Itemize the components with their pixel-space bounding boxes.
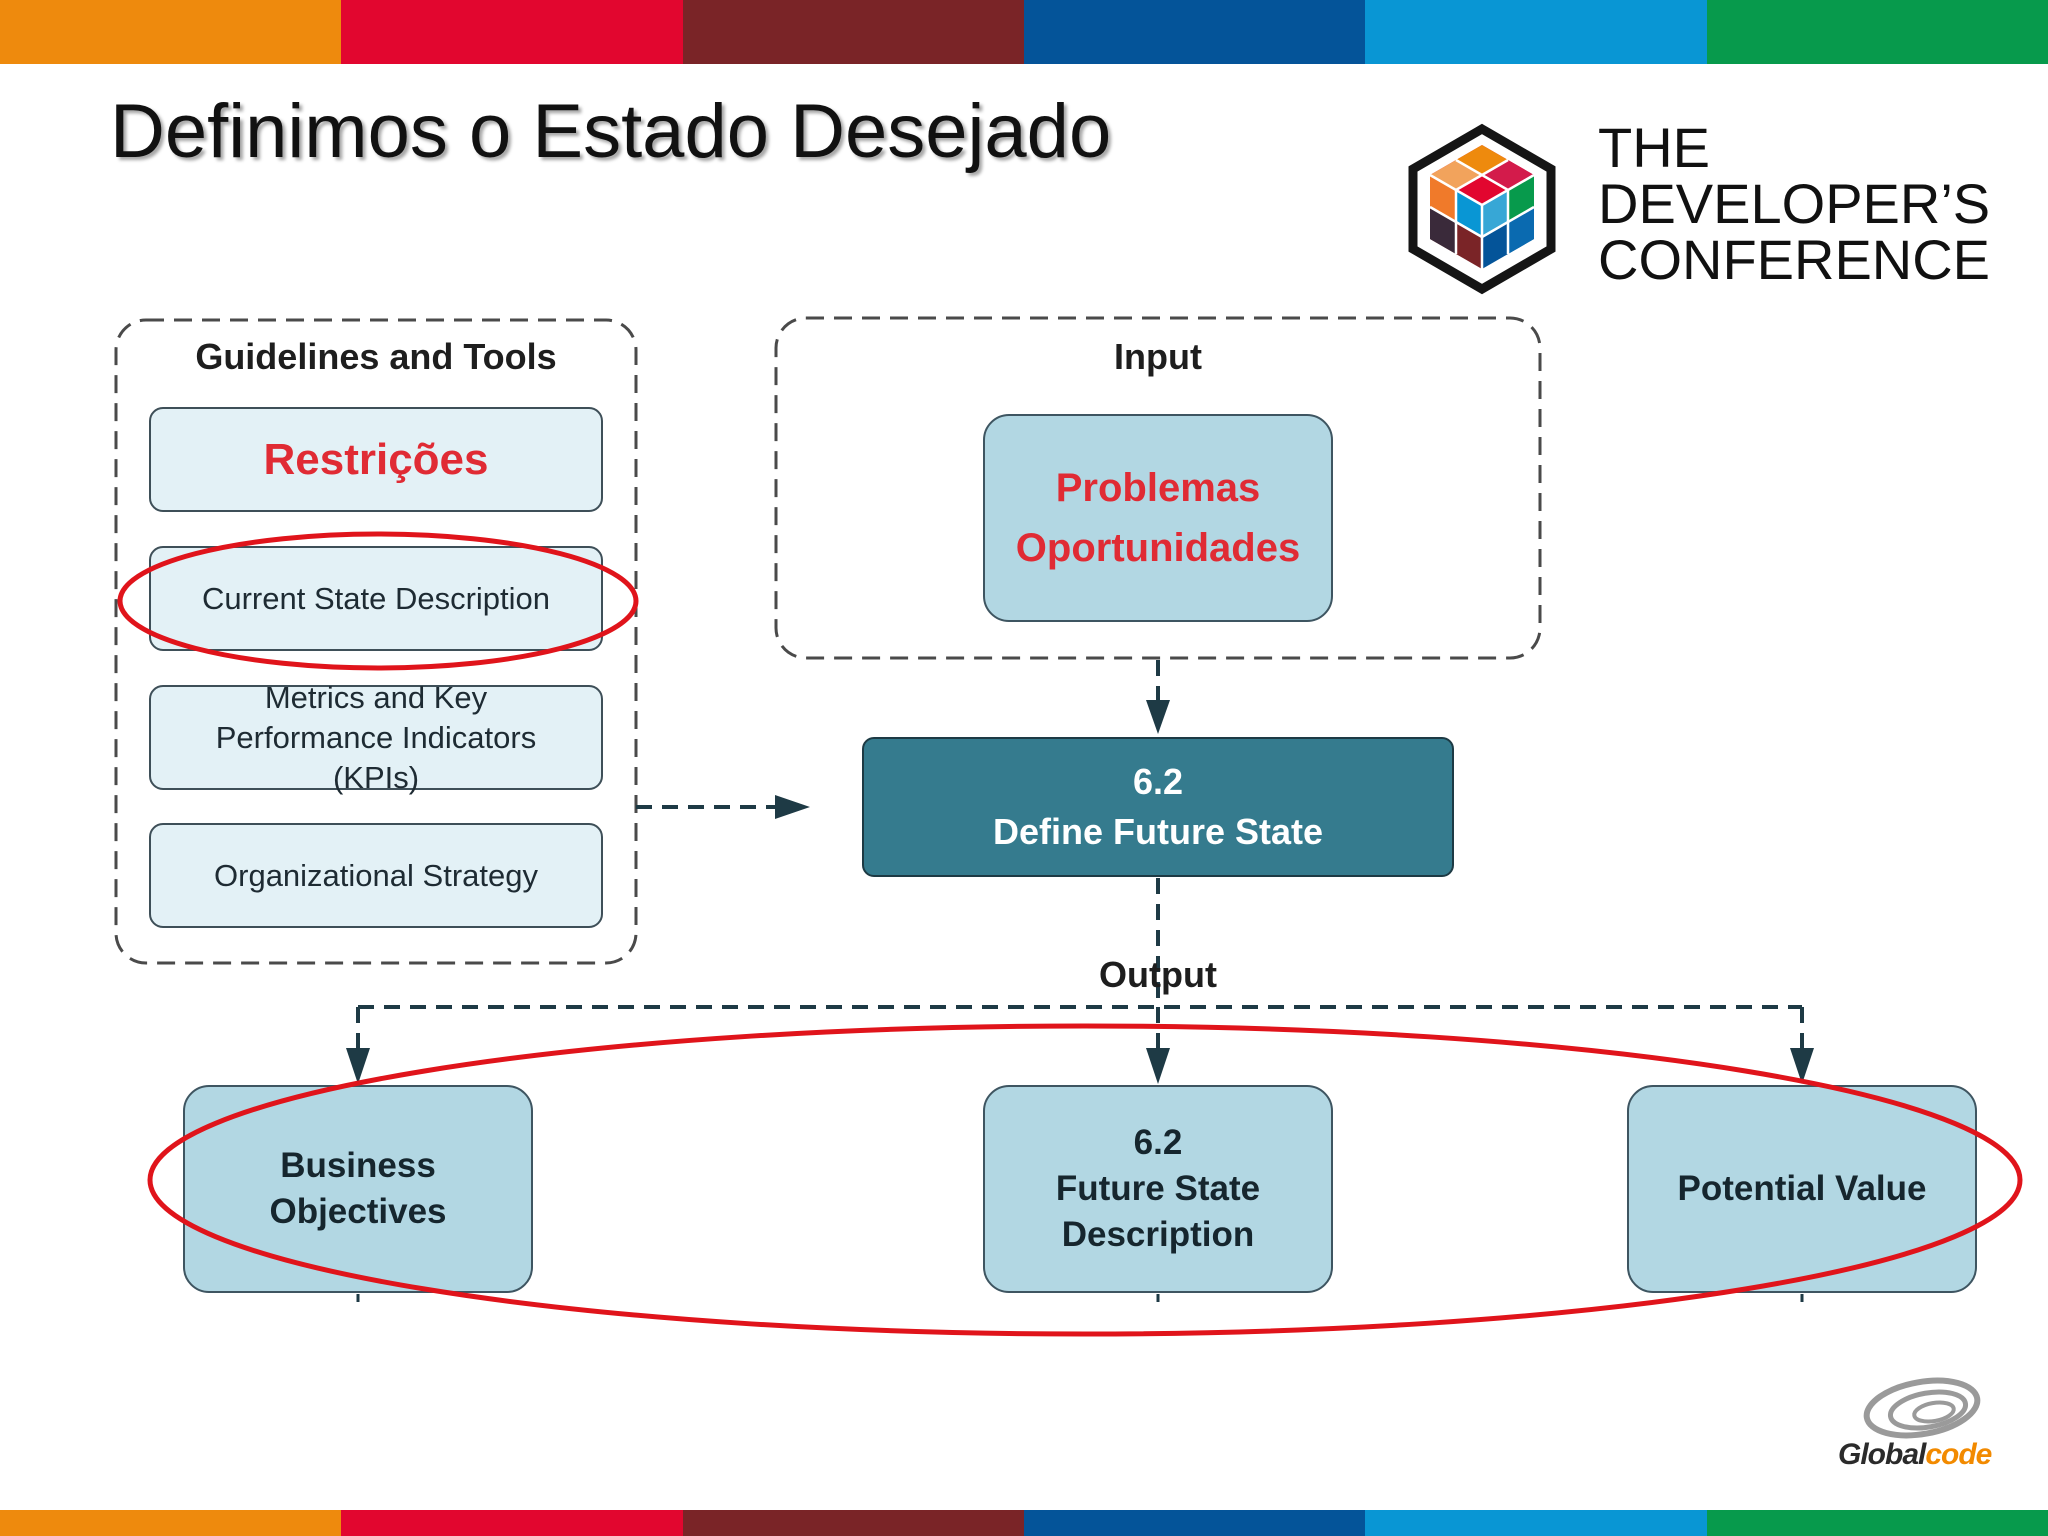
task-define-future-state: 6.2 Define Future State [862, 737, 1454, 877]
output-future-state-description: 6.2 Future State Description [983, 1085, 1333, 1293]
slide-title: Definimos o Estado Desejado [110, 89, 1112, 174]
logo-line-1: THE [1598, 116, 1710, 179]
output-heading: Output [1099, 954, 1217, 995]
guideline-item-restricoes: Restrições [149, 407, 603, 512]
input-heading: Input [1114, 336, 1202, 377]
stripe-orange [0, 1510, 342, 1536]
input-line-1: Problemas [1055, 466, 1261, 510]
stripe-orange [0, 0, 342, 64]
brand-accent: code [1925, 1438, 1992, 1471]
task-number: 6.2 [1132, 761, 1184, 802]
task-name: Define Future State [992, 811, 1324, 852]
stripe-blue [1023, 0, 1366, 64]
stripe-green [1706, 1510, 2048, 1536]
stripe-red [341, 0, 683, 64]
output-number: 6.2 [1133, 1123, 1183, 1162]
brand-main: Global [1838, 1438, 1926, 1471]
conference-logo-text: THE DEVELOPER’S CONFERENCE [1598, 120, 1990, 288]
guideline-item-org-strategy: Organizational Strategy [149, 823, 603, 928]
guideline-item-current-state: Current State Description [149, 546, 603, 651]
guideline-item-label: Metrics and Key Performance Indicators (… [215, 679, 537, 795]
logo-line-2: DEVELOPER’S [1598, 172, 1991, 235]
output-line-1: Business [280, 1146, 436, 1185]
stripe-light-blue [1365, 1510, 1707, 1536]
guideline-item-label: Restrições [263, 434, 489, 484]
input-problemas-box: Problemas Oportunidades [983, 414, 1333, 622]
globalcode-logo-text: Globalcode [1838, 1438, 1992, 1472]
output-line-2: Description [1061, 1215, 1255, 1254]
input-line-2: Oportunidades [1015, 526, 1301, 570]
guideline-item-metrics-kpis: Metrics and Key Performance Indicators (… [149, 680, 603, 795]
top-color-stripe [0, 0, 2048, 64]
stripe-blue [1023, 1510, 1366, 1536]
stripe-green [1706, 0, 2048, 64]
output-line-1: Future State [1055, 1169, 1261, 1208]
output-potential-value: Potential Value [1627, 1085, 1977, 1293]
stripe-light-blue [1365, 0, 1707, 64]
guideline-item-label: Current State Description [201, 580, 551, 616]
output-business-objectives: Business Objectives [183, 1085, 533, 1293]
guideline-item-label: Organizational Strategy [214, 857, 538, 893]
guidelines-heading: Guidelines and Tools [195, 336, 557, 377]
stripe-maroon [682, 1510, 1024, 1536]
output-line-2: Objectives [269, 1192, 447, 1231]
logo-line-3: CONFERENCE [1598, 228, 1991, 291]
stripe-red [341, 1510, 683, 1536]
output-line-1: Potential Value [1677, 1169, 1927, 1208]
stripe-maroon [682, 0, 1024, 64]
bottom-color-stripe [0, 1510, 2048, 1536]
